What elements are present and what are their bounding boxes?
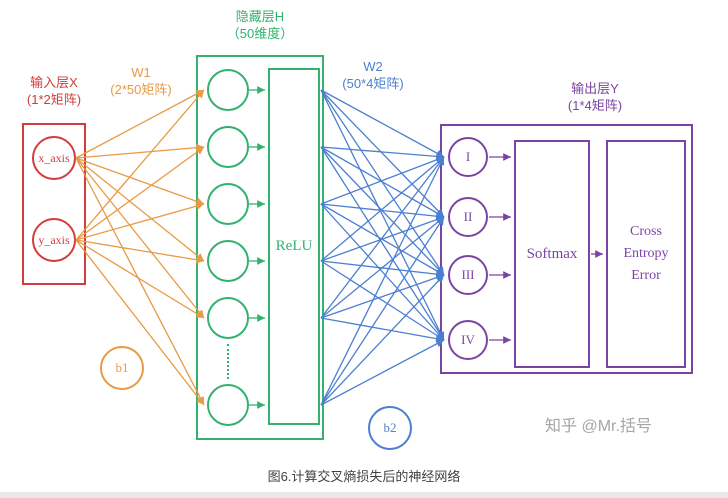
bias-node-b1: b1: [100, 346, 144, 390]
output-node-4: IV: [448, 320, 488, 360]
arrow-orange: [75, 157, 205, 319]
arrow-orange: [75, 146, 205, 241]
input-layer-title-line1: 输入层X: [30, 75, 78, 90]
output-layer-title-line1: 输出层Y: [571, 81, 619, 96]
hidden-node-n: [207, 384, 249, 426]
w2-label-line2: (50*4矩阵): [342, 76, 404, 91]
arrow-orange: [75, 143, 205, 159]
input-layer-title-line2: (1*2矩阵): [26, 92, 82, 107]
input-node-y-axis: y_axis: [32, 218, 76, 262]
hidden-node-4: [207, 240, 249, 282]
output-layer-title: 输出层Y (1*4矩阵): [520, 80, 670, 114]
w1-label-line2: (2*50矩阵): [110, 82, 172, 97]
w1-label: W1 (2*50矩阵): [93, 64, 189, 98]
arrow-orange: [75, 157, 205, 206]
arrow-blue: [320, 260, 445, 278]
hidden-layer-title: 隐藏层H （50维度）: [198, 8, 322, 42]
input-node-x-axis: x_axis: [32, 136, 76, 180]
arrow-blue: [320, 156, 445, 319]
arrow-orange: [75, 239, 205, 264]
relu-box: ReLU: [268, 68, 320, 425]
output-node-1: I: [448, 137, 488, 177]
arrow-orange: [75, 239, 205, 319]
arrow-orange: [75, 202, 205, 241]
arrow-blue: [320, 146, 445, 341]
arrow-blue: [320, 216, 445, 406]
arrow-blue: [320, 89, 445, 341]
arrow-blue: [320, 146, 445, 218]
bias-node-b2: b2: [368, 406, 412, 450]
w2-label: W2 (50*4矩阵): [322, 58, 424, 92]
arrow-blue: [320, 260, 445, 341]
arrow-blue: [320, 156, 445, 262]
softmax-box: Softmax: [514, 140, 590, 368]
cross-entropy-box: Cross Entropy Error: [606, 140, 686, 368]
output-node-3: III: [448, 255, 488, 295]
arrow-blue: [320, 203, 445, 341]
hidden-ellipsis-dots: [227, 344, 229, 379]
hidden-node-5: [207, 297, 249, 339]
softmax-label: Softmax: [526, 245, 578, 262]
arrow-blue: [320, 146, 445, 276]
arrow-blue: [320, 89, 445, 158]
w1-label-line1: W1: [131, 65, 151, 80]
arrow-blue: [320, 89, 445, 218]
arrow-blue: [320, 89, 445, 276]
arrow-blue: [320, 215, 445, 262]
arrow-blue: [320, 273, 445, 319]
cross-entropy-label-line3: Error: [631, 267, 661, 283]
arrow-blue: [320, 274, 445, 406]
bottom-divider: [0, 492, 728, 498]
hidden-node-2: [207, 126, 249, 168]
arrow-blue: [320, 317, 445, 343]
hidden-layer-title-line1: 隐藏层H: [235, 9, 285, 24]
output-node-2: II: [448, 197, 488, 237]
hidden-node-3: [207, 183, 249, 225]
figure-caption: 图6.计算交叉熵损失后的神经网络: [267, 469, 461, 484]
hidden-node-1: [207, 69, 249, 111]
arrow-blue: [320, 156, 445, 406]
hidden-layer-title-line2: （50维度）: [226, 26, 294, 41]
arrow-blue: [320, 156, 445, 205]
w2-label-line1: W2: [363, 59, 383, 74]
cross-entropy-label-line2: Entropy: [623, 246, 669, 262]
watermark: 知乎 @Mr.括号: [545, 418, 652, 435]
arrow-blue: [320, 146, 445, 161]
arrow-blue: [320, 339, 445, 406]
relu-label: ReLU: [275, 238, 313, 254]
arrow-blue: [320, 203, 445, 276]
arrow-orange: [75, 89, 205, 241]
output-layer-title-line2: (1*4矩阵): [567, 98, 623, 113]
arrow-blue: [320, 216, 445, 319]
arrow-orange: [75, 157, 205, 262]
arrow-blue: [320, 203, 445, 221]
input-layer-title: 输入层X (1*2矩阵): [8, 74, 100, 108]
cross-entropy-label-line1: Cross: [630, 224, 662, 240]
